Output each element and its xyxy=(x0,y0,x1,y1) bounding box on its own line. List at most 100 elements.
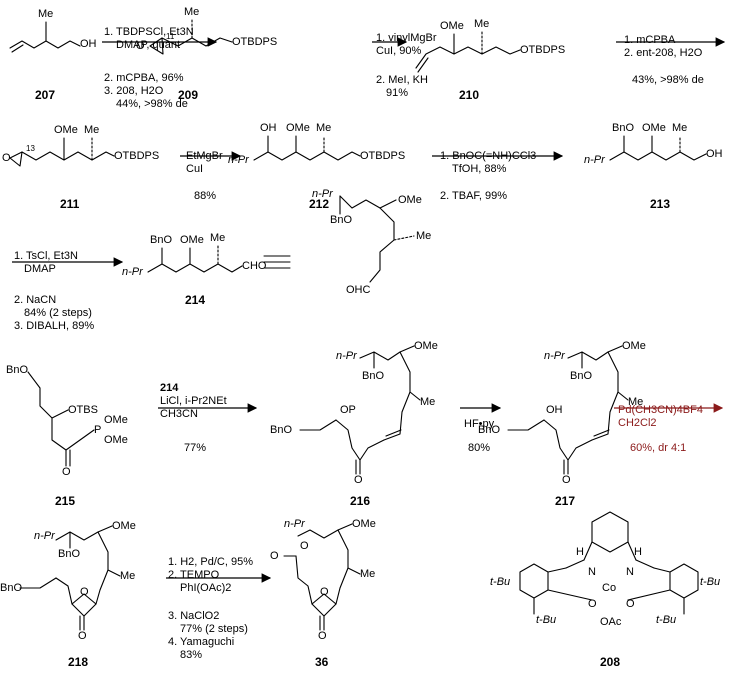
atom-label-ohc: OHC xyxy=(346,284,371,296)
atom-label-me: Me xyxy=(210,232,226,244)
atom-label-cho: CHO xyxy=(242,260,267,272)
atom-label-ome: OMe xyxy=(622,340,646,352)
atom-label-op: OP xyxy=(340,404,356,416)
atom-label-n-pr: n-Pr xyxy=(284,518,305,530)
atom-label-h: H xyxy=(576,546,584,558)
atom-label-oh: OH xyxy=(80,38,97,50)
atom-label-me: Me xyxy=(84,124,100,136)
atom-label-ome: OMe xyxy=(414,340,438,352)
atom-label-oh: OH xyxy=(260,122,277,134)
atom-label-n-pr: n-Pr xyxy=(34,530,55,542)
compound-number-207: 207 xyxy=(35,88,56,102)
atom-label-ome: OMe xyxy=(54,124,78,136)
atom-label-me: Me xyxy=(316,122,332,134)
atom-label-bno: BnO xyxy=(478,424,501,436)
atom-label-n-pr: n-Pr xyxy=(544,350,565,362)
compound-number-214: 214 xyxy=(185,293,206,307)
atom-label-ome: OMe xyxy=(180,234,204,246)
atom-label-otbdps: OTBDPS xyxy=(232,36,278,48)
atom-label-o: O xyxy=(626,598,635,610)
atom-label-bno: BnO xyxy=(570,370,593,382)
atom-label-bno: BnO xyxy=(362,370,385,382)
atom-label-me: Me xyxy=(416,230,432,242)
compound-number-217: 217 xyxy=(555,494,576,508)
atom-label-t-bu: t-Bu xyxy=(656,614,677,626)
compound-number-215: 215 xyxy=(55,494,76,508)
atom-label-bno: BnO xyxy=(6,364,29,376)
atom-label-o: O xyxy=(62,466,71,478)
atom-label-oh: OH xyxy=(706,148,723,160)
atom-label-o: O xyxy=(136,40,145,52)
atom-label-o: O xyxy=(320,586,329,598)
compound-number-209: 209 xyxy=(178,88,199,102)
atom-label-locant-11: 11 xyxy=(166,32,175,41)
structure-210 xyxy=(415,31,521,73)
atom-label-n-pr: n-Pr xyxy=(584,154,605,166)
conditions-step-9-below: 60%, dr 4:1 xyxy=(630,442,687,454)
atom-label-locant-13: 13 xyxy=(26,144,35,153)
structure-207 xyxy=(9,21,81,53)
compound-number-208: 208 xyxy=(600,655,621,669)
atom-label-t-bu: t-Bu xyxy=(536,614,557,626)
atom-label-ome: OMe xyxy=(286,122,310,134)
atom-label-me: Me xyxy=(628,396,644,408)
atom-label-n: N xyxy=(588,566,596,578)
compound-number-36: 36 xyxy=(315,655,329,669)
structure-211 xyxy=(9,137,115,167)
atom-label-o: O xyxy=(78,630,87,642)
atom-label-t-bu: t-Bu xyxy=(700,576,721,588)
atom-label-o: O xyxy=(354,474,363,486)
atom-label-co: Co xyxy=(602,582,617,594)
atom-label-n-pr: n-Pr xyxy=(228,154,249,166)
structure-208 xyxy=(519,511,699,615)
atom-label-n-pr: n-Pr xyxy=(122,266,143,278)
conditions-step-3-below: 43%, >98% de xyxy=(632,74,704,86)
conditions-step-8-below: 80% xyxy=(468,442,491,454)
atom-label-ome: OMe xyxy=(642,122,666,134)
atom-label-n-pr: n-Pr xyxy=(312,188,333,200)
structure-218 xyxy=(19,525,121,631)
compound-number-213: 213 xyxy=(650,197,671,211)
atom-label-ome: OMe xyxy=(104,434,128,446)
atom-label-me: Me xyxy=(38,8,54,20)
conditions-step-5-below: 2. TBAF, 99% xyxy=(440,190,508,202)
atom-label-otbdps: OTBDPS xyxy=(114,150,160,162)
atom-label-bno: BnO xyxy=(150,234,173,246)
structure-214 xyxy=(147,195,415,283)
compound-number-211: 211 xyxy=(60,197,80,211)
atom-label-bno: BnO xyxy=(270,424,293,436)
atom-label-me: Me xyxy=(120,570,136,582)
atom-label-otbs: OTBS xyxy=(68,404,98,416)
atom-label-bno: BnO xyxy=(612,122,635,134)
atom-label-o: O xyxy=(2,152,11,164)
atom-label-bno: BnO xyxy=(330,214,353,226)
structure-215 xyxy=(27,371,95,467)
conditions-step-4-below: 88% xyxy=(194,190,217,202)
reaction-arrows xyxy=(12,37,726,583)
atom-label-bno: BnO xyxy=(0,582,23,594)
atom-label-me: Me xyxy=(184,6,200,18)
atom-label-n: N xyxy=(626,566,634,578)
atom-label-o: O xyxy=(318,630,327,642)
structure-36 xyxy=(283,523,361,631)
atom-label-me: Me xyxy=(360,568,376,580)
atom-label-oac: OAc xyxy=(600,616,622,628)
atom-label-o: O xyxy=(588,598,597,610)
atom-label-me: Me xyxy=(474,18,490,30)
atom-label-me: Me xyxy=(420,396,436,408)
atom-label-me: Me xyxy=(672,122,688,134)
atom-label-ome: OMe xyxy=(352,518,376,530)
